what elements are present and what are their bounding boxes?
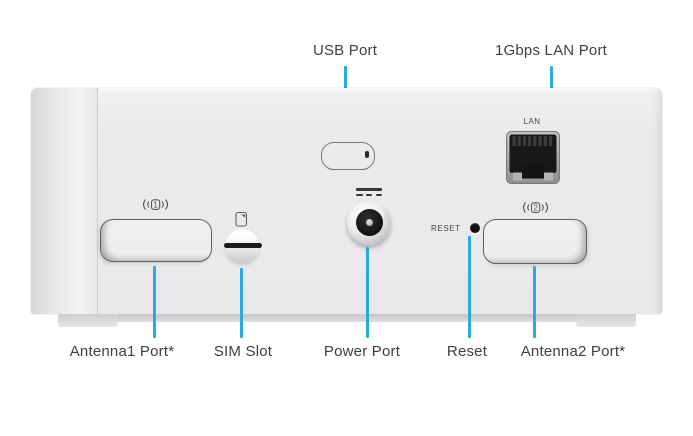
- reset-pinhole-button: [470, 223, 480, 233]
- sim-leader-line: [240, 268, 243, 338]
- antenna2-port-label: Antenna2 Port*: [520, 343, 626, 360]
- power-port-label: Power Port: [323, 343, 401, 360]
- lan-port-label: 1Gbps LAN Port: [494, 42, 608, 59]
- usb-port-label: USB Port: [312, 42, 378, 59]
- power-port-pin: [366, 219, 373, 226]
- device-body: [31, 88, 662, 314]
- sim-slot-opening: [224, 243, 262, 248]
- device-foot-right: [576, 314, 636, 327]
- antenna1-signal-icon: 1: [142, 199, 169, 210]
- antenna2-signal-icon: 2: [522, 202, 549, 213]
- antenna1-port-label: Antenna1 Port*: [69, 343, 175, 360]
- device-base: [58, 314, 636, 322]
- sim-slot-label: SIM Slot: [213, 343, 273, 360]
- device-foot-left: [58, 314, 118, 327]
- device-left-face: [31, 88, 98, 314]
- dc-power-icon: [356, 188, 382, 191]
- antenna1-port: [100, 219, 212, 262]
- lan-printed-label: LAN: [523, 117, 541, 126]
- antenna2-digit: 2: [533, 204, 538, 213]
- reset-printed-label: RESET: [431, 224, 461, 233]
- usb-port-notch: [365, 151, 369, 158]
- lan-port-icon: [506, 131, 560, 184]
- sim-card-icon: [235, 211, 248, 227]
- dc-power-icon-dashes: [356, 193, 382, 196]
- power-leader-line: [366, 247, 369, 338]
- antenna2-leader-line: [533, 266, 536, 338]
- reset-leader-line: [468, 236, 471, 338]
- antenna1-leader-line: [153, 266, 156, 338]
- antenna1-digit: 1: [153, 201, 158, 210]
- reset-label: Reset: [446, 343, 488, 360]
- usb-port: [321, 142, 375, 170]
- antenna2-port: [483, 219, 587, 264]
